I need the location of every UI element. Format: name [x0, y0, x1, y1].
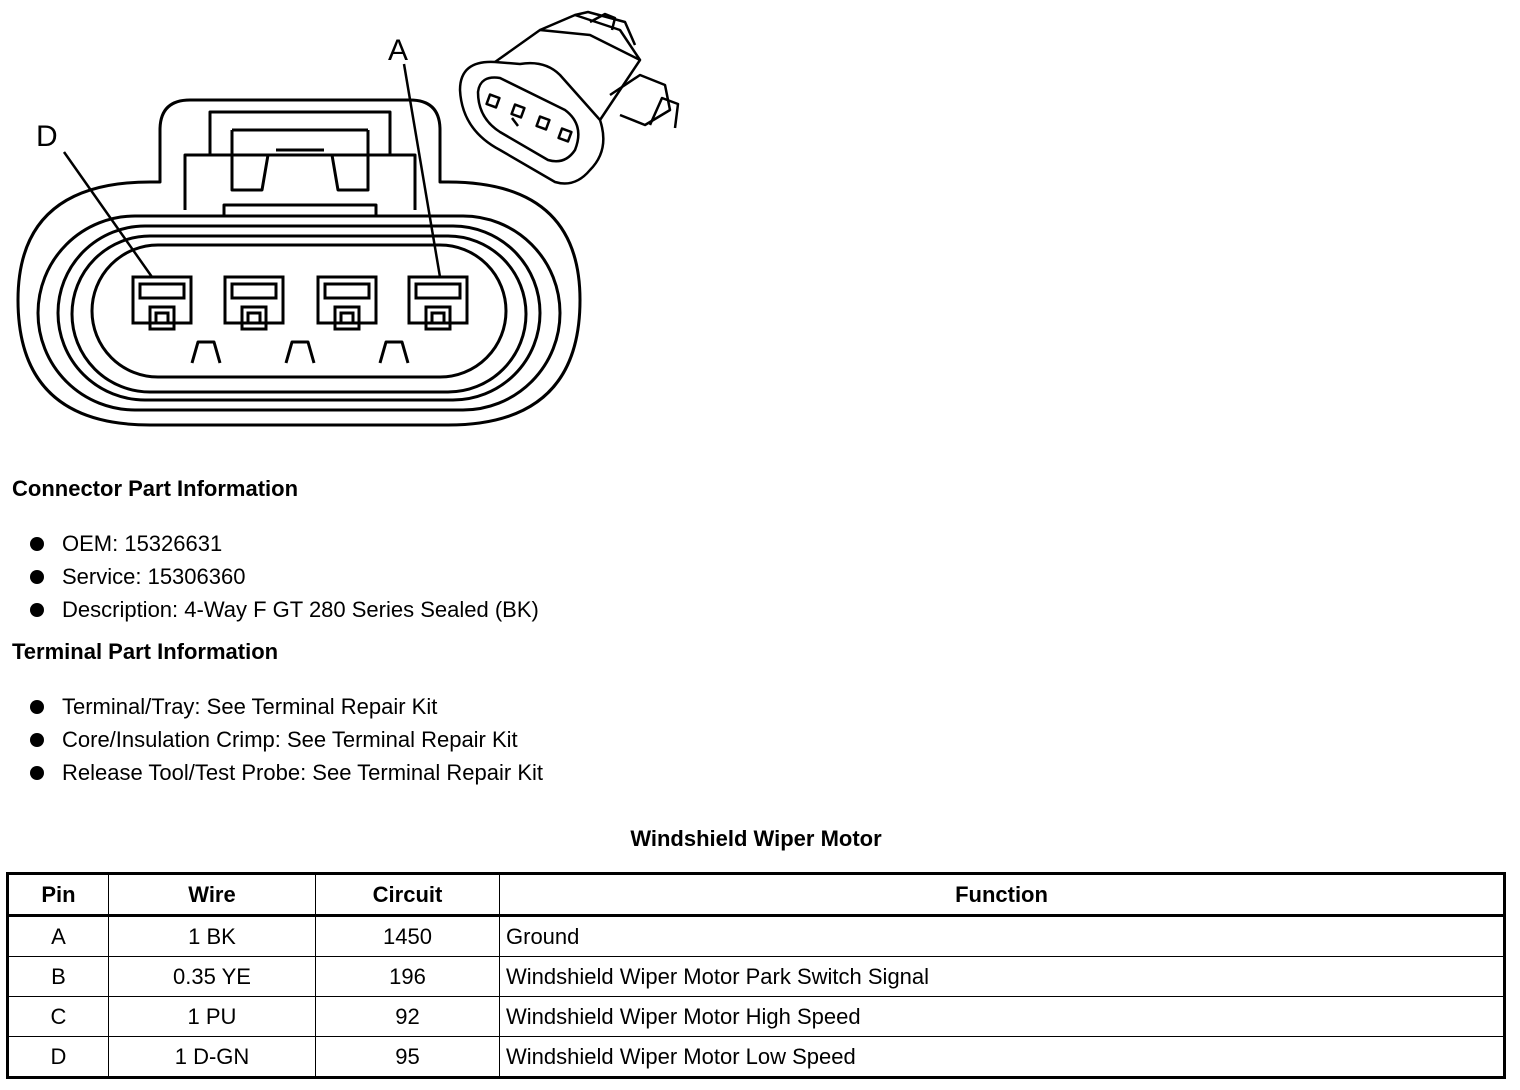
- terminal-cavity-c: [223, 275, 285, 331]
- terminal-part-info-list: Terminal/Tray: See Terminal Repair Kit C…: [28, 690, 543, 789]
- column-header-function: Function: [499, 873, 1505, 917]
- cell-circuit: 92: [315, 996, 500, 1037]
- cell-circuit: 196: [315, 956, 500, 997]
- cell-function: Windshield Wiper Motor Park Switch Signa…: [499, 956, 1505, 997]
- bullet-icon: [30, 700, 44, 714]
- column-header-circuit: Circuit: [315, 873, 500, 917]
- terminal-cavity-b: [316, 275, 378, 331]
- table-row: D 1 D-GN 95 Windshield Wiper Motor Low S…: [7, 1036, 1505, 1078]
- callout-d-leader: [62, 151, 154, 278]
- cell-function: Windshield Wiper Motor High Speed: [499, 996, 1505, 1037]
- terminal-cavity-a: [407, 275, 469, 331]
- cell-function: Ground: [499, 915, 1505, 957]
- terminal-cavity-d: [131, 275, 193, 331]
- list-item: Terminal/Tray: See Terminal Repair Kit: [28, 690, 543, 723]
- table-row: B 0.35 YE 196 Windshield Wiper Motor Par…: [7, 956, 1505, 997]
- connector-part-info-list: OEM: 15326631 Service: 15306360 Descript…: [28, 527, 539, 626]
- list-item: Service: 15306360: [28, 560, 539, 593]
- list-item: Release Tool/Test Probe: See Terminal Re…: [28, 756, 543, 789]
- callout-a-label: A: [388, 34, 408, 67]
- column-header-pin: Pin: [7, 873, 109, 917]
- bullet-icon: [30, 733, 44, 747]
- pinout-table: Pin Wire Circuit Function A 1 BK 1450 Gr…: [6, 872, 1506, 1079]
- column-header-wire: Wire: [108, 873, 316, 917]
- bullet-icon: [30, 603, 44, 617]
- cell-pin: B: [7, 956, 109, 997]
- table-row: C 1 PU 92 Windshield Wiper Motor High Sp…: [7, 996, 1505, 1037]
- terminal-part-info-heading: Terminal Part Information: [12, 639, 279, 664]
- cell-circuit: 95: [315, 1036, 500, 1078]
- cell-wire: 1 D-GN: [108, 1036, 316, 1078]
- connector-part-info-heading: Connector Part Information: [12, 476, 299, 501]
- cell-circuit: 1450: [315, 915, 500, 957]
- cell-function: Windshield Wiper Motor Low Speed: [499, 1036, 1505, 1078]
- cell-pin: D: [7, 1036, 109, 1078]
- cell-pin: A: [7, 915, 109, 957]
- connector-face-diagram: A D: [16, 10, 680, 427]
- cell-wire: 1 BK: [108, 915, 316, 957]
- bullet-icon: [30, 537, 44, 551]
- table-title: Windshield Wiper Motor: [630, 826, 882, 851]
- connector-outer-housing: [16, 98, 582, 427]
- connector-3d-thumbnail: [458, 10, 680, 185]
- cell-wire: 1 PU: [108, 996, 316, 1037]
- bullet-icon: [30, 570, 44, 584]
- bullet-icon: [30, 766, 44, 780]
- list-item: Core/Insulation Crimp: See Terminal Repa…: [28, 723, 543, 756]
- cell-pin: C: [7, 996, 109, 1037]
- table-header-row: Pin Wire Circuit Function: [7, 873, 1505, 917]
- list-item: Description: 4-Way F GT 280 Series Seale…: [28, 593, 539, 626]
- list-item: OEM: 15326631: [28, 527, 539, 560]
- callout-a-leader: [402, 63, 442, 278]
- cell-wire: 0.35 YE: [108, 956, 316, 997]
- table-row: A 1 BK 1450 Ground: [7, 915, 1505, 957]
- callout-d-label: D: [36, 120, 58, 153]
